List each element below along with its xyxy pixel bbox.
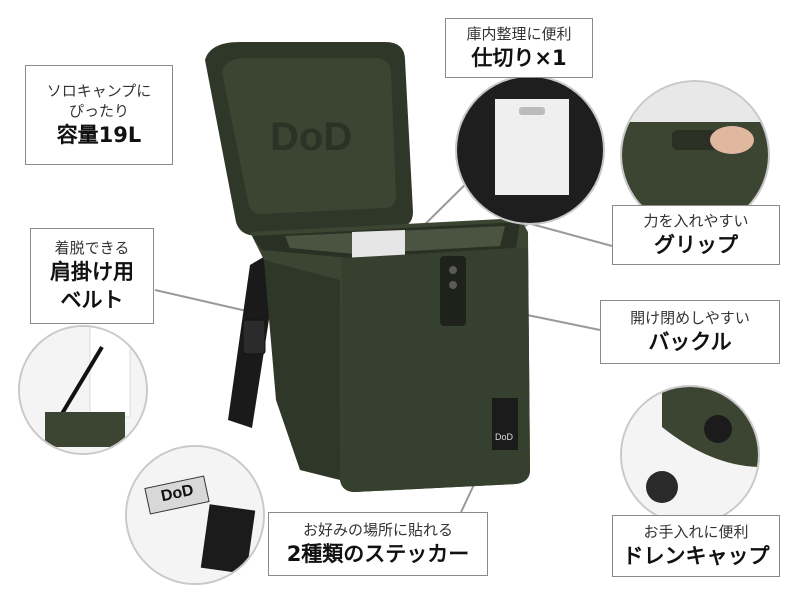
capacity-line1: ソロキャンプに	[46, 82, 152, 100]
belt-photo	[18, 325, 148, 455]
drain-callout: お手入れに便利 ドレンキャップ	[612, 515, 780, 577]
cooler-front	[340, 248, 530, 492]
buckle-callout: 開け閉めしやすい バックル	[600, 300, 780, 364]
belt-strap-image	[58, 345, 104, 419]
belt-connector	[154, 289, 252, 313]
capacity-line3: 容量19L	[56, 123, 142, 147]
drain-line2: ドレンキャップ	[622, 544, 770, 568]
divider-line1: 庫内整理に便利	[466, 25, 572, 43]
buckle-line1: 開け閉めしやすい	[630, 309, 750, 327]
drain-cap-image	[646, 471, 678, 503]
sticker-photo: DoD	[125, 445, 265, 585]
grip-line1: 力を入れやすい	[643, 212, 749, 230]
stickers-line1: お好みの場所に貼れる	[302, 521, 453, 539]
grip-connector	[523, 221, 613, 247]
stickers-line2: 2種類のステッカー	[286, 542, 470, 566]
divider-plate	[352, 230, 405, 258]
lid-logo: DoD	[270, 115, 352, 159]
rabbit-sticker-image	[200, 504, 256, 575]
logo-tag	[492, 398, 518, 450]
belt-callout: 着脱できる 肩掛け用 ベルト	[30, 228, 154, 324]
tag-logo: DoD	[495, 432, 514, 442]
divider-callout: 庫内整理に便利 仕切り×1	[445, 18, 593, 78]
drain-line1: お手入れに便利	[643, 523, 749, 541]
cooler-side	[264, 260, 340, 480]
belt-line2: 肩掛け用	[50, 260, 134, 284]
capacity-callout: ソロキャンプに ぴったり 容量19L	[25, 65, 173, 165]
grip-line2: グリップ	[654, 233, 738, 257]
cooler-carried-image	[45, 412, 125, 447]
hand-image	[710, 126, 754, 154]
drain-photo	[620, 385, 760, 525]
belt-line3: ベルト	[60, 288, 124, 312]
drain-hole-image	[704, 415, 732, 443]
divider-photo	[455, 75, 605, 225]
belt-buckle	[242, 319, 266, 355]
buckle-line2: バックル	[648, 330, 732, 354]
capacity-line2: ぴったり	[68, 102, 129, 120]
grip-callout: 力を入れやすい グリップ	[612, 205, 780, 265]
belt-line1: 着脱できる	[54, 239, 130, 257]
logo-sticker-image	[144, 475, 210, 515]
stickers-callout: お好みの場所に貼れる 2種類のステッカー	[268, 512, 488, 576]
divider-line2: 仕切り×1	[471, 46, 567, 70]
lid-inner-panel	[222, 58, 396, 214]
cooler-buckle	[440, 256, 466, 326]
